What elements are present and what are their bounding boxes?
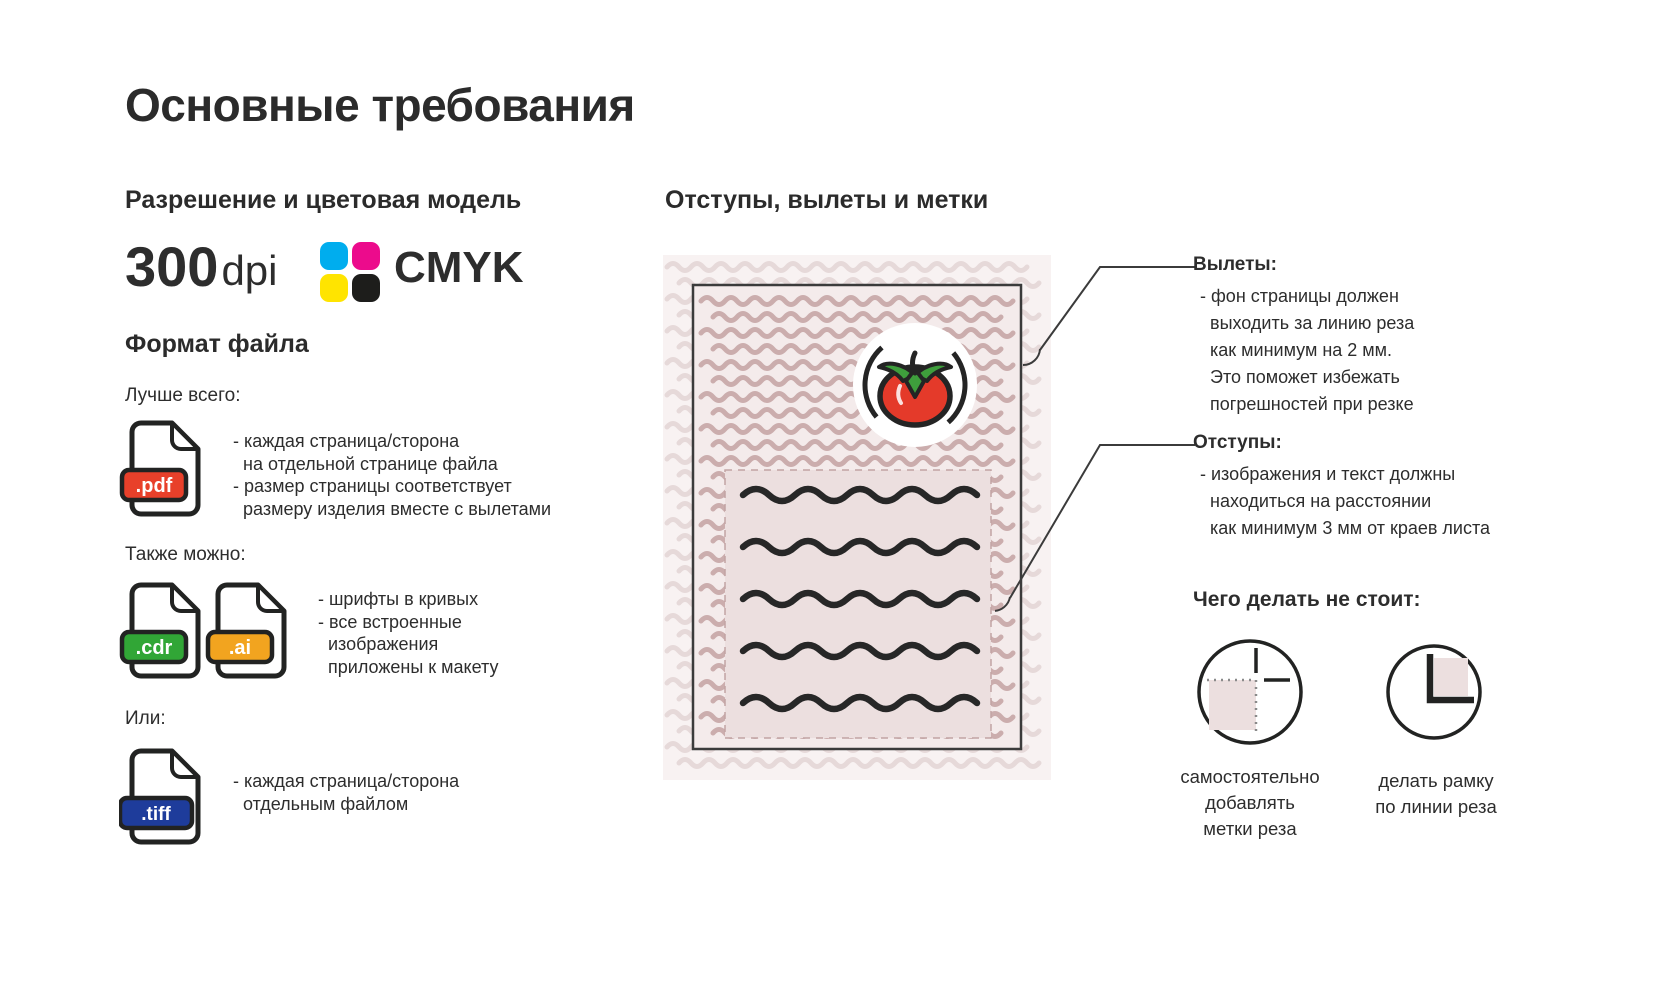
tomato-highlight: [896, 384, 903, 405]
best-option-label: Лучше всего:: [125, 385, 241, 406]
cmyk-black-swatch: [352, 274, 380, 302]
cmyk-icon: [320, 242, 380, 302]
text-line: [739, 589, 981, 609]
bleed-text: - фон страницы должен выходить за линию …: [1200, 286, 1415, 414]
margin-callout-line: [1009, 444, 1195, 599]
safe-area: [724, 469, 992, 739]
page-corner: [1209, 680, 1256, 730]
tomato-icon: [853, 323, 977, 447]
dpi-unit: dpi: [221, 246, 278, 294]
or-option-label: Или:: [125, 708, 166, 729]
pdf-notes: - каждая страница/сторона на отдельной с…: [233, 431, 552, 520]
bleed-callout-line: [1039, 266, 1195, 351]
folded-corner: [170, 421, 200, 451]
pdf-file-icon: .pdf: [119, 420, 201, 517]
also-option-label: Также можно:: [125, 544, 246, 565]
dpi-spec: 300 dpi: [125, 235, 278, 298]
folded-corner: [170, 583, 200, 613]
frame-corner-line: [1426, 654, 1474, 704]
bleed-callout-hook: [1022, 348, 1041, 367]
cdr-ext-label: .cdr: [136, 637, 173, 659]
ext-badge: [205, 629, 275, 665]
tiff-ext-label: .tiff: [141, 804, 171, 825]
tomato-leaf-center: [904, 367, 926, 399]
also-notes: - шрифты в кривых - все встроенные изобр…: [318, 589, 499, 678]
callout-lines: [995, 266, 1195, 612]
donts-heading: Чего делать не стоит:: [1193, 588, 1421, 611]
text-line: [739, 693, 981, 713]
tomato-ring: [862, 332, 968, 438]
margin-text: - изображения и текст должны находиться …: [1200, 464, 1491, 538]
dpi-value: 300: [125, 235, 219, 298]
file-format-heading: Формат файла: [125, 330, 309, 358]
tomato-stem: [910, 350, 918, 376]
frame-dont-caption: делать рамку по линии реза: [1375, 770, 1497, 817]
cmyk-magenta-swatch: [352, 242, 380, 270]
tomato-leaf-right: [913, 361, 953, 383]
text-line: [739, 641, 981, 661]
ext-badge: [119, 467, 189, 503]
ai-ext-label: .ai: [229, 637, 251, 659]
page-title: Основные требования: [125, 79, 635, 131]
tiff-notes: - каждая страница/сторона отдельным файл…: [233, 771, 460, 814]
margin-title: Отступы:: [1193, 432, 1282, 453]
resolution-heading: Разрешение и цветовая модель: [125, 186, 522, 214]
page-bleed-diagram: [663, 255, 1051, 780]
margin-callout-hook: [995, 596, 1011, 612]
pdf-ext-label: .pdf: [136, 475, 173, 497]
bleed-title: Вылеты:: [1193, 254, 1277, 275]
tiff-file-icon: .tiff: [119, 748, 201, 845]
tomato-leaf-left: [877, 361, 917, 383]
frame-dont-icon: [1386, 644, 1482, 740]
text-line: [739, 485, 981, 505]
margins-bleed-heading: Отступы, вылеты и метки: [665, 186, 989, 214]
text-line: [739, 537, 981, 557]
cdr-file-icon: .cdr: [119, 582, 201, 679]
crop-marks-dont-icon: [1197, 639, 1303, 745]
page-corner: [1434, 658, 1468, 696]
ext-badge: [119, 795, 195, 831]
ext-badge: [119, 629, 189, 665]
cmyk-yellow-swatch: [320, 274, 348, 302]
ai-file-icon: .ai: [205, 582, 287, 679]
folded-corner: [256, 583, 286, 613]
color-model-label: CMYK: [394, 243, 524, 292]
trim-line: [691, 283, 1023, 751]
folded-corner: [170, 749, 200, 779]
cmyk-cyan-swatch: [320, 242, 348, 270]
crop-marks-dont-caption: самостоятельно добавлять метки реза: [1180, 766, 1320, 839]
